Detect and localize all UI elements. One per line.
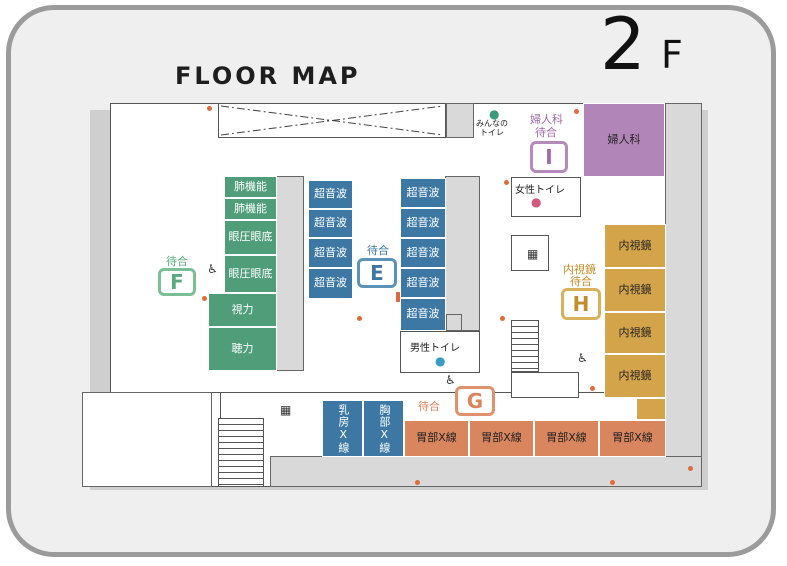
- wheelchair-icon: ♿: [445, 373, 456, 387]
- room-gastric-xray-3: 胃部X線: [534, 420, 599, 457]
- toilet-everyone-label-1: みんなの: [476, 119, 508, 128]
- shaft-top: [446, 103, 474, 138]
- room-ultrasound-r2: 超音波: [400, 208, 446, 238]
- room-endoscopy-4: 内視鏡: [604, 354, 666, 398]
- waiting-i-label-2: 待合: [535, 126, 557, 139]
- room-gynecology: 婦人科: [583, 103, 665, 177]
- elevator-icon: ▦: [527, 247, 539, 261]
- room-ultrasound-r4: 超音波: [400, 268, 446, 298]
- mens-toilet-room: [400, 331, 480, 373]
- fire-extinguisher-icon: [688, 466, 693, 471]
- room-lung-function-1: 肺機能: [224, 176, 277, 198]
- fire-extinguisher-icon: [207, 106, 212, 111]
- fire-extinguisher-icon: [357, 316, 362, 321]
- elevator-hall-right: [511, 235, 549, 271]
- room-ultrasound-r5: 超音波: [400, 298, 446, 331]
- room-lung-function-2: 肺機能: [224, 198, 277, 220]
- waiting-i-label-1: 婦人科: [530, 113, 563, 126]
- waiting-h-label-1: 内視鏡: [563, 263, 596, 276]
- fire-extinguisher-icon: [500, 316, 505, 321]
- right-lower-room: [511, 372, 579, 398]
- room-vision: 視力: [208, 293, 277, 327]
- fire-extinguisher-icon: [202, 296, 207, 301]
- floor-suffix: F: [661, 33, 683, 77]
- room-ultrasound-e2: 超音波: [308, 209, 353, 238]
- door-marker: [396, 292, 400, 302]
- room-endoscopy-1: 内視鏡: [604, 224, 666, 268]
- bottom-corridor: [270, 456, 702, 487]
- waiting-g-label: 待合: [418, 400, 440, 413]
- left-void-white: [82, 392, 212, 487]
- room-ultrasound-e4: 超音波: [308, 268, 353, 299]
- wheelchair-icon: ♿: [577, 351, 588, 365]
- blue-step: [446, 314, 462, 331]
- room-endoscopy-3: 内視鏡: [604, 312, 666, 354]
- womens-toilet-room: [511, 177, 581, 217]
- fire-extinguisher-icon: [610, 480, 615, 485]
- waiting-area-i-badge[interactable]: I: [530, 141, 568, 173]
- toilet-everyone: [476, 104, 511, 138]
- mens-toilet-label: 男性トイレ: [410, 343, 460, 354]
- void-area: [218, 103, 446, 138]
- room-eye-pressure-1: 眼圧眼底: [224, 220, 277, 255]
- room-gastric-xray-4: 胃部X線: [599, 420, 666, 457]
- waiting-area-g-badge[interactable]: G: [455, 386, 495, 416]
- room-ultrasound-e1: 超音波: [308, 180, 353, 209]
- room-hearing: 聴力: [208, 327, 277, 371]
- waiting-f-label: 待合: [166, 255, 188, 268]
- room-eye-pressure-2: 眼圧眼底: [224, 255, 277, 293]
- column-mid: [445, 176, 480, 331]
- womens-toilet-icon: ●: [531, 195, 542, 209]
- waiting-area-e-badge[interactable]: E: [357, 258, 397, 288]
- waiting-area-h-badge[interactable]: H: [561, 288, 601, 320]
- gold-strip: [636, 398, 666, 420]
- mens-toilet-icon: ●: [435, 354, 446, 368]
- waiting-area-f-badge[interactable]: F: [158, 268, 196, 296]
- waiting-h-label-2: 待合: [570, 275, 592, 288]
- right-wall: [665, 103, 702, 458]
- fire-extinguisher-icon: [415, 480, 420, 485]
- room-mammography: 乳房X線: [322, 400, 363, 457]
- room-ultrasound-r1: 超音波: [400, 178, 446, 208]
- stairs-icon: [218, 418, 264, 487]
- room-ultrasound-e3: 超音波: [308, 238, 353, 268]
- map-title: FLOOR MAP: [175, 62, 361, 90]
- wheelchair-icon: ♿: [207, 262, 218, 276]
- room-ultrasound-r3: 超音波: [400, 238, 446, 268]
- floor-number: 2: [600, 2, 646, 86]
- elevator-icon: ▦: [280, 403, 292, 417]
- stairs-icon: [511, 320, 539, 372]
- toilet-everyone-label-2: トイレ: [480, 128, 504, 137]
- fire-extinguisher-icon: [574, 109, 579, 114]
- void-cross: [220, 105, 444, 136]
- room-gastric-xray-2: 胃部X線: [469, 420, 534, 457]
- toilet-person-icon: ●: [489, 107, 500, 121]
- fire-extinguisher-icon: [590, 386, 595, 391]
- room-endoscopy-2: 内視鏡: [604, 268, 666, 312]
- room-chest-xray: 胸部X線: [363, 400, 404, 457]
- room-gastric-xray-1: 胃部X線: [404, 420, 469, 457]
- fire-extinguisher-icon: [504, 180, 509, 185]
- waiting-e-label: 待合: [367, 244, 389, 257]
- womens-toilet-label: 女性トイレ: [515, 185, 565, 196]
- column-green: [276, 176, 304, 371]
